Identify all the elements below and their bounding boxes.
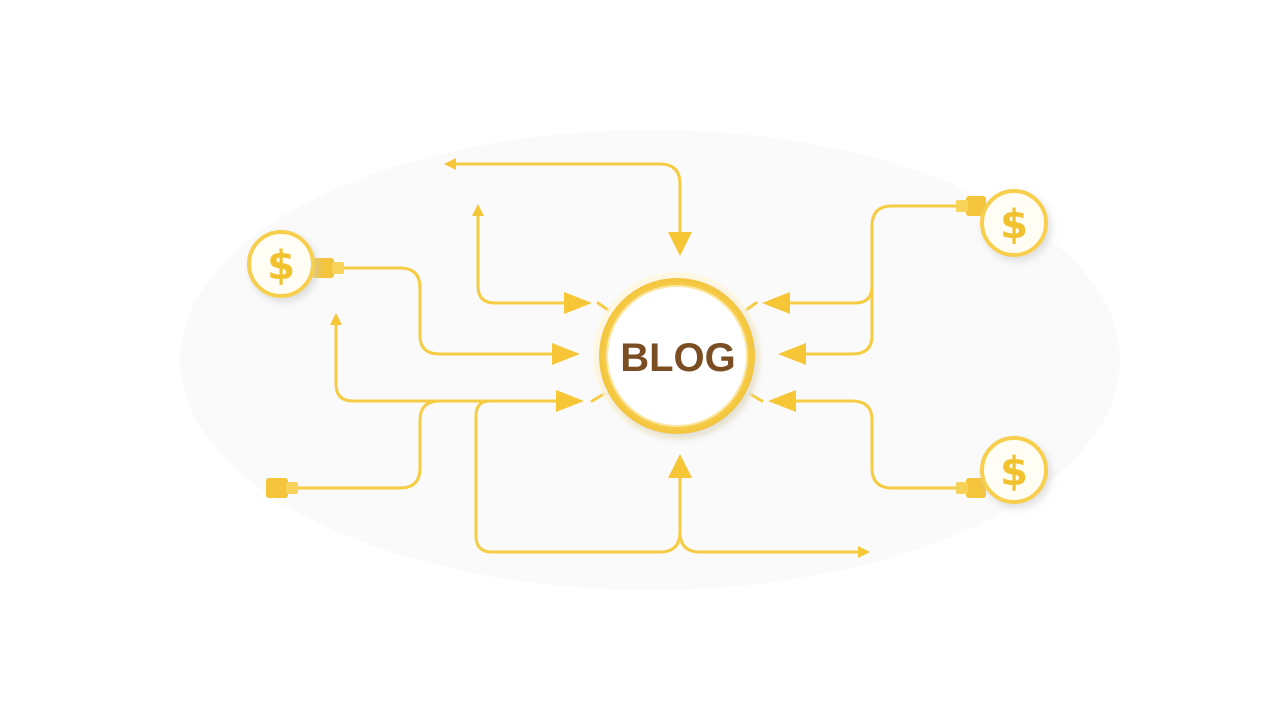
- dollar-coin-icon: $: [1000, 449, 1028, 495]
- flow-plug-left: [296, 399, 442, 490]
- dollar-coin-right-bottom: [980, 436, 1048, 504]
- dollar-coin-left: [247, 230, 315, 298]
- flow-right-top-coin: [788, 204, 964, 305]
- flow-bottom-right: [678, 530, 864, 554]
- flow-top-left-branch: [476, 210, 572, 305]
- arrow-head-icon: [556, 390, 584, 412]
- flow-lines: [296, 162, 964, 554]
- flow-top-loop: [448, 162, 682, 240]
- arrow-heads: [330, 158, 870, 558]
- arrow-head-icon: [330, 313, 342, 325]
- plug-connector-icon: [312, 258, 344, 278]
- dollar-coin-icon: $: [267, 243, 295, 289]
- hub-connector-ticks: [590, 301, 764, 403]
- blog-hub: [593, 272, 761, 440]
- flow-left-mid: [334, 318, 562, 403]
- plug-connector-icon: [266, 478, 298, 498]
- arrow-head-icon: [778, 343, 806, 365]
- plug-connector-icon: [956, 478, 986, 498]
- dollar-coin-icon: $: [1000, 202, 1028, 248]
- arrow-head-icon: [768, 390, 796, 412]
- plug-connector-icon: [956, 196, 986, 216]
- arrow-head-icon: [668, 232, 692, 256]
- arrow-head-icon: [762, 292, 790, 314]
- flow-left-coin: [340, 266, 562, 356]
- arrow-head-icon: [858, 546, 870, 558]
- flow-bottom-loop: [474, 399, 682, 554]
- hub-label: BLOG: [620, 336, 736, 380]
- arrow-head-icon: [668, 454, 692, 478]
- arrow-head-icon: [444, 158, 456, 170]
- flow-right-mid: [798, 284, 874, 356]
- dollar-coin-right-top: [980, 189, 1048, 257]
- flow-right-bottom-coin: [794, 399, 964, 490]
- arrow-head-icon: [472, 204, 484, 216]
- arrow-head-icon: [564, 292, 592, 314]
- arrow-head-icon: [552, 343, 580, 365]
